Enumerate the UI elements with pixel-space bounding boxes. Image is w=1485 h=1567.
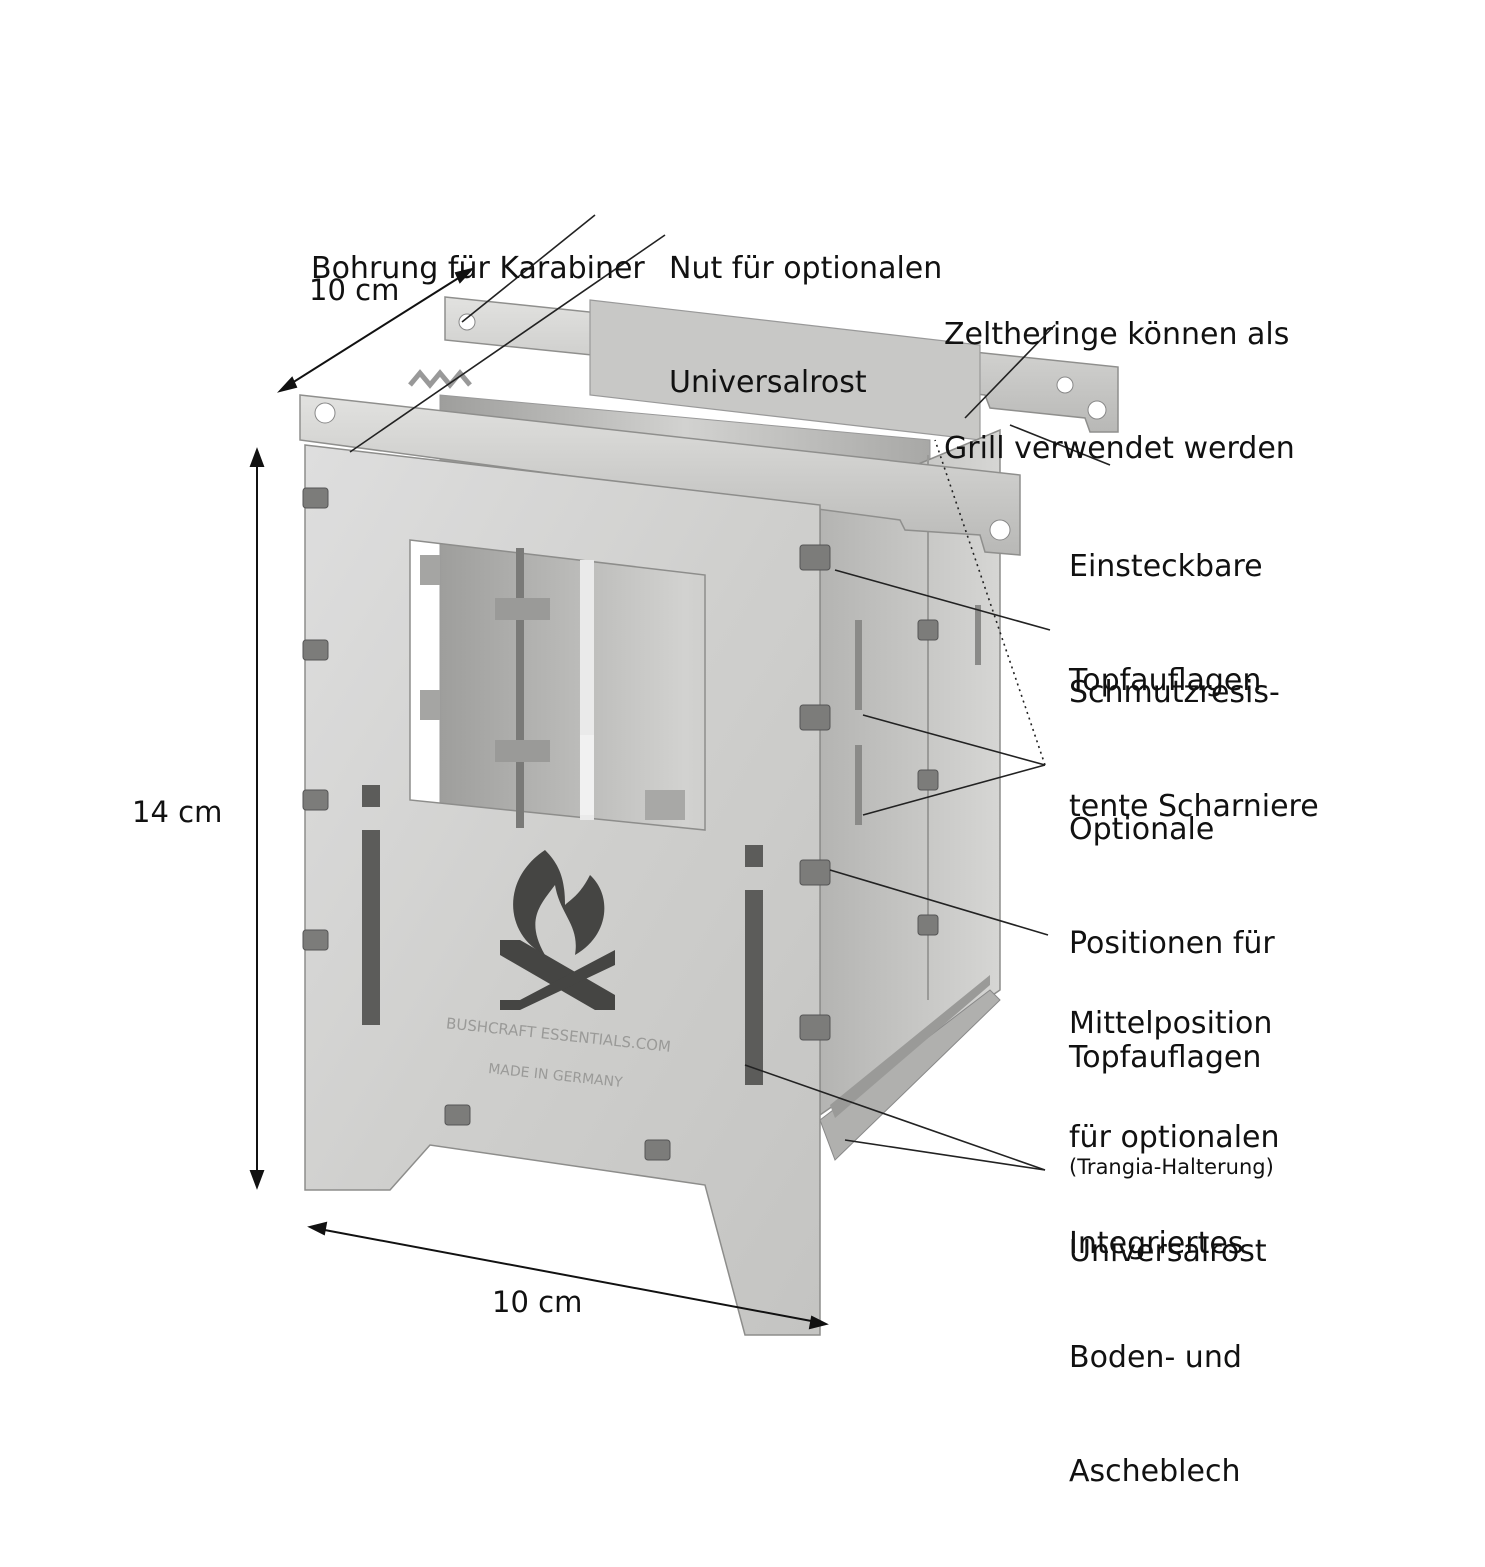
label-base-plate: Integriertes Boden- und Ascheblech	[1069, 1226, 1244, 1489]
stove-illustration: BUSHCRAFT ESSENTIALS.COM MADE IN GERMANY	[249, 214, 1119, 1336]
height-dimension-label: 14 cm	[132, 795, 223, 829]
width-dimension-label: 10 cm	[492, 1285, 583, 1319]
depth-dimension-label: 10 cm	[309, 273, 400, 307]
front-rail	[299, 369, 1021, 556]
dimension-arrows	[249, 267, 829, 1330]
label-trangia-note: (Trangia-Halterung)	[1069, 1155, 1274, 1179]
leader-lines	[349, 214, 1111, 1171]
label-carabiner-hole: Bohrung für Karabiner	[311, 251, 645, 286]
label-hinges: Schmutzresis- tente Scharniere	[1069, 675, 1319, 824]
label-middle-position: Mittelposition für optionalen Universalr…	[1069, 1006, 1280, 1269]
label-grate-groove: Nut für optionalen Universalrost	[669, 251, 943, 400]
label-optional-positions: Optionale Positionen für Topfauflagen (T…	[1069, 812, 1275, 1179]
front-slots	[362, 785, 763, 1085]
campfire-logo	[500, 850, 615, 1010]
stove-diagram: BUSHCRAFT ESSENTIALS.COM MADE IN GERMANY	[132, 214, 1319, 1489]
side-slots	[855, 605, 981, 825]
label-tent-pegs: Zeltheringe können als Grill verwendet w…	[944, 317, 1295, 466]
label-pot-supports: Einsteckbare Topfauflagen	[1069, 549, 1263, 698]
hinges	[302, 487, 939, 1161]
window-interior	[420, 548, 685, 828]
